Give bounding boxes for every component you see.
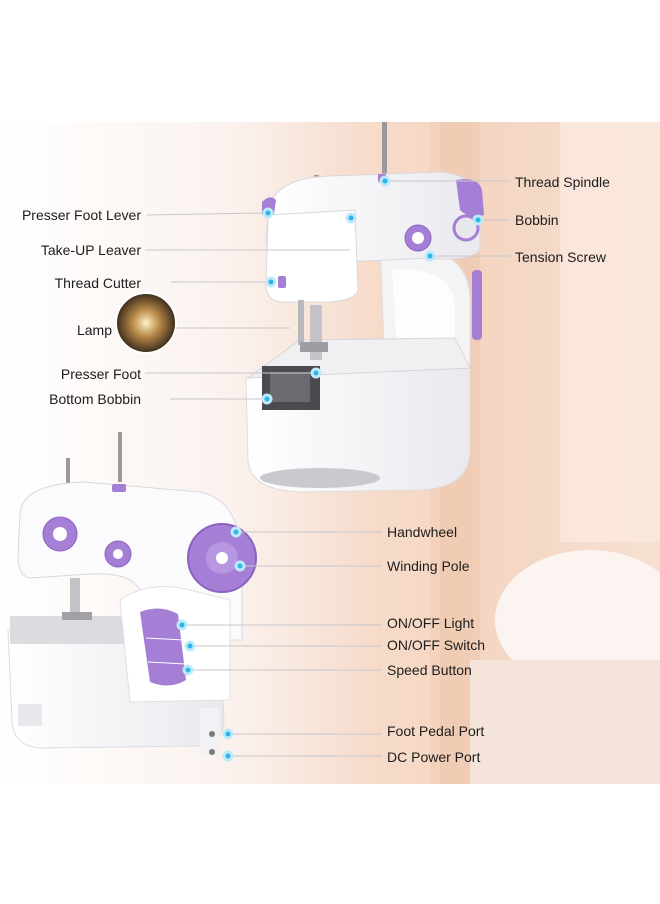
- label-thread-cutter: Thread Cutter: [54, 275, 141, 291]
- label-winding-pole: Winding Pole: [387, 558, 470, 574]
- lamp-inset: [115, 292, 177, 354]
- thread-spindle-rod: [382, 122, 387, 180]
- markers-bottom: [176, 526, 246, 762]
- sewing-machine-rear: [7, 432, 257, 756]
- bed-shape: [470, 660, 660, 784]
- side-button: [472, 270, 482, 340]
- callout-lines-top: [145, 180, 510, 400]
- label-dc-power-port: DC Power Port: [387, 749, 481, 765]
- window-glow: [560, 122, 660, 542]
- sewing-machine-front: [245, 122, 484, 493]
- label-bobbin: Bobbin: [515, 212, 559, 228]
- thread-cutter-part: [278, 276, 286, 288]
- base-foot: [260, 468, 380, 488]
- label-presser-foot: Presser Foot: [60, 366, 141, 382]
- label-on-off-light: ON/OFF Light: [387, 615, 475, 631]
- label-tension-screw: Tension Screw: [515, 249, 607, 265]
- pillow-shape: [495, 550, 660, 690]
- label-on-off-switch: ON/OFF Switch: [387, 637, 486, 653]
- label-thread-spindle: Thread Spindle: [515, 174, 610, 190]
- label-bottom-bobbin: Bottom Bobbin: [49, 391, 141, 407]
- label-presser-foot-lever: Presser Foot Lever: [21, 207, 141, 223]
- callout-lines-bottom: [182, 531, 382, 757]
- label-speed-button: Speed Button: [387, 662, 472, 678]
- label-foot-pedal-port: Foot Pedal Port: [387, 723, 485, 739]
- label-lamp: Lamp: [76, 322, 112, 338]
- switch-panel: [140, 608, 186, 686]
- markers-top: [261, 175, 484, 405]
- thread-spindle-cap: [456, 179, 484, 217]
- bobbin-winder: [452, 214, 480, 242]
- label-take-up-leaver: Take-UP Leaver: [40, 242, 141, 258]
- label-handwheel: Handwheel: [387, 524, 458, 540]
